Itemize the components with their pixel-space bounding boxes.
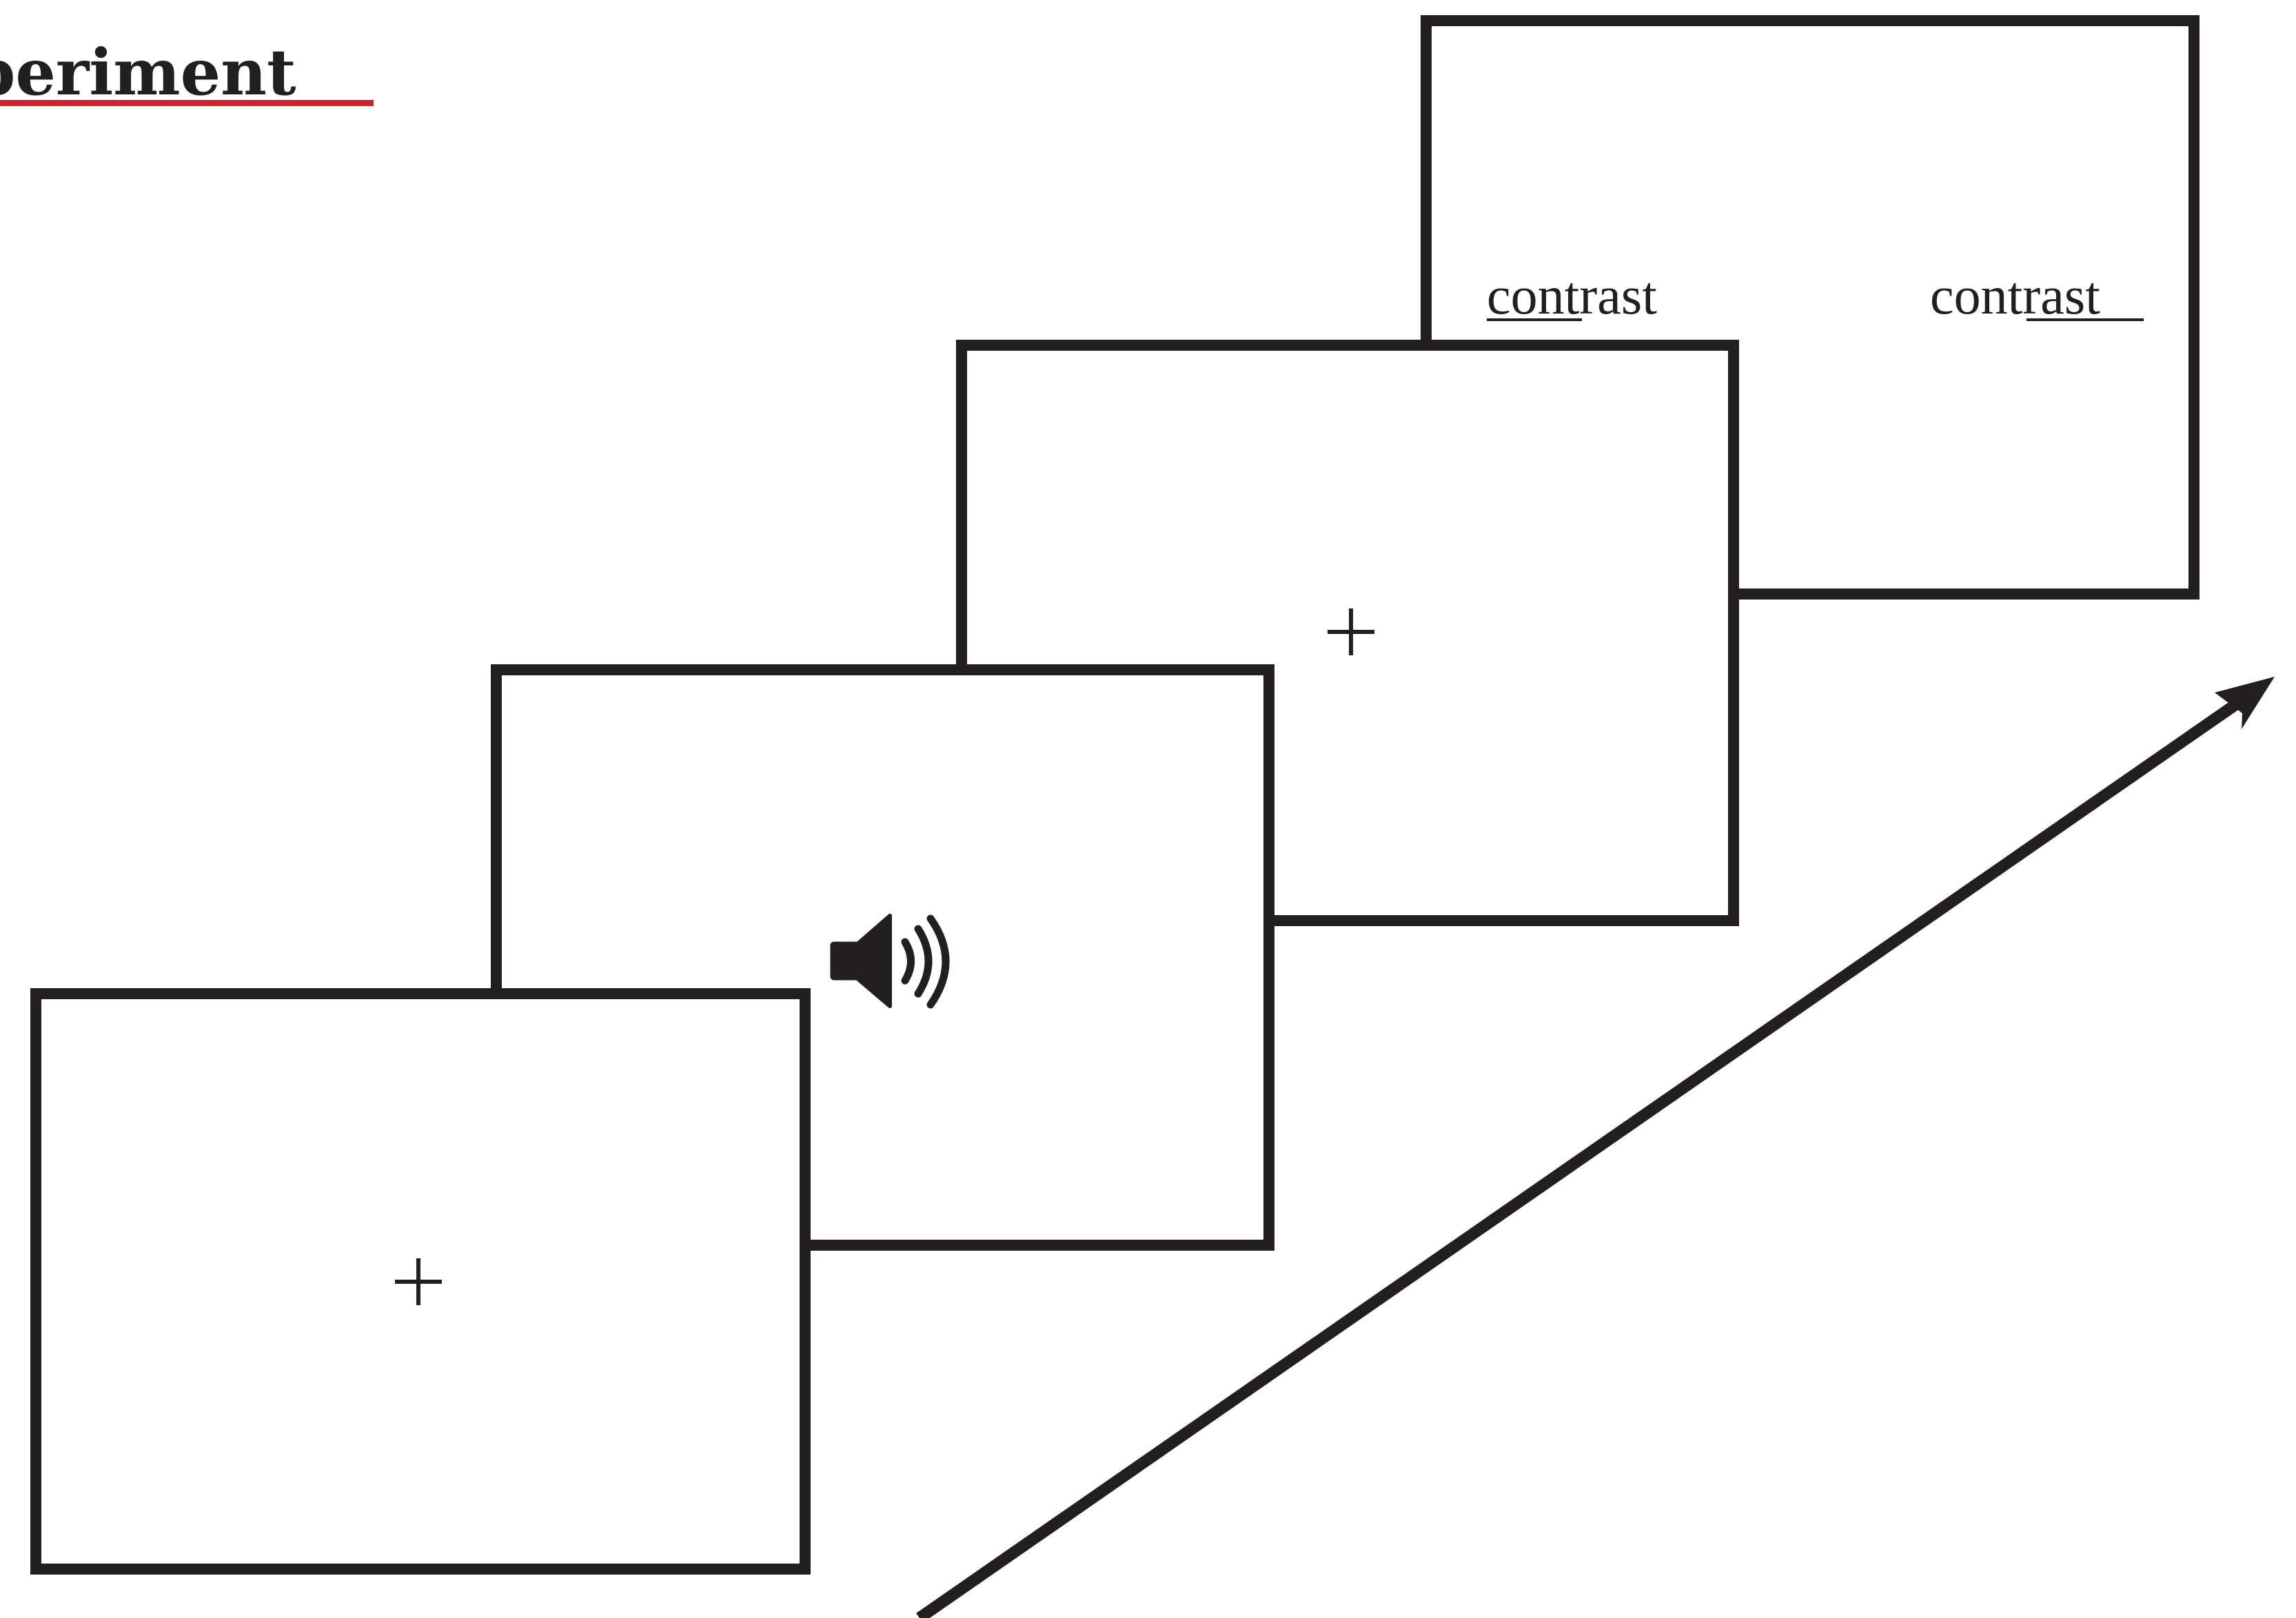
speaker-icon-wave-2: [914, 925, 933, 998]
speaker-icon: [830, 914, 950, 1009]
frame-3-border: [956, 340, 1739, 926]
speaker-icon-wave-1: [901, 938, 915, 985]
word-right-rest: con: [1930, 265, 2008, 325]
speaker-icon-wave-3: [926, 914, 950, 1009]
word-left-stressed: con: [1487, 265, 1565, 325]
fixation-cross-3-horizontal: [1328, 630, 1374, 634]
frame-2-border: [491, 664, 1274, 1251]
arrow-shaft: [916, 699, 2239, 1618]
title-group: periment: [0, 35, 374, 110]
frame-4-words: contrast contrast: [1487, 265, 2144, 325]
frame-4-border: [1421, 15, 2200, 600]
word-left-underline: [1487, 318, 1582, 321]
word-right-stressed: trast: [2008, 265, 2101, 325]
title-underline: [0, 100, 374, 106]
frame-1-border: [30, 988, 811, 1575]
fixation-cross-3: [1328, 608, 1374, 655]
speaker-icon-cone: [855, 914, 892, 1008]
page-title: periment: [0, 35, 296, 110]
arrow-icon: [916, 677, 2275, 1618]
word-option-left: contrast: [1487, 265, 1657, 325]
word-right-underline: [2026, 318, 2144, 321]
arrow-head: [2215, 677, 2275, 729]
word-option-right: contrast: [1930, 265, 2100, 325]
fixation-cross-1-horizontal: [395, 1280, 442, 1284]
fixation-cross-1: [395, 1258, 442, 1305]
word-left-rest: trast: [1565, 265, 1658, 325]
